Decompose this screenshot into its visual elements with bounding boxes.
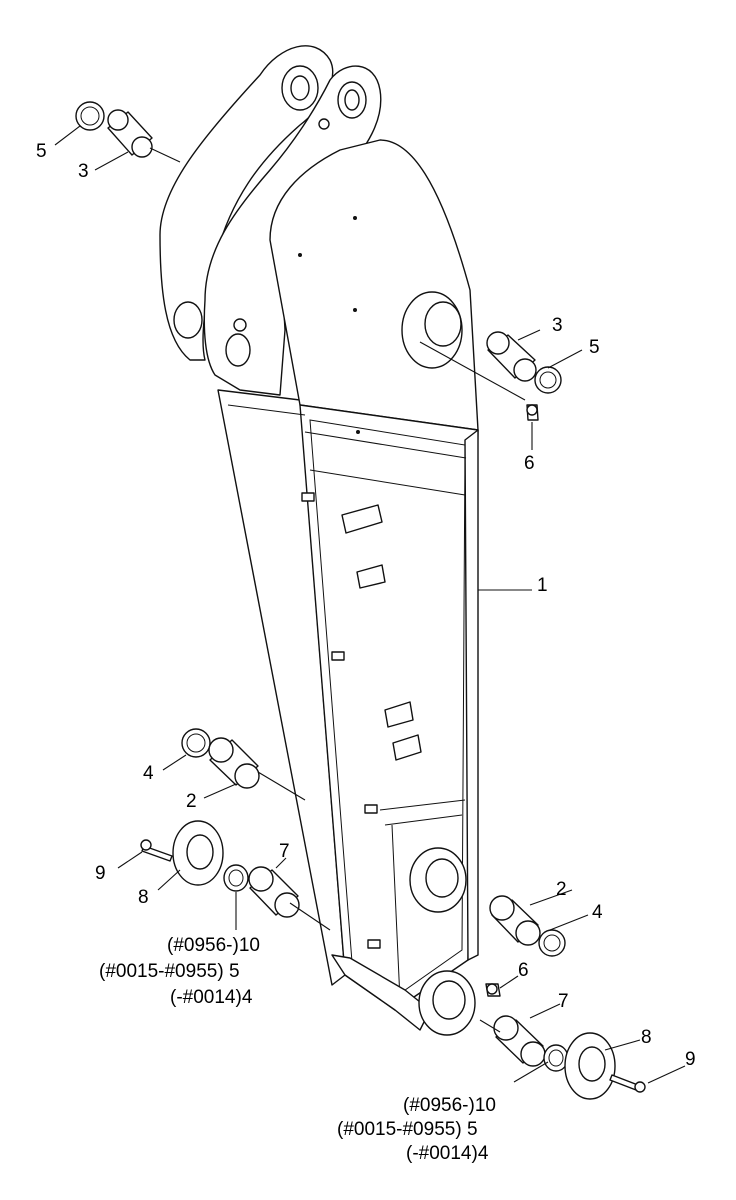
plate-8-right bbox=[564, 1032, 616, 1100]
variant-right-row-3: (-#0014)4 bbox=[406, 1143, 489, 1164]
ring-5-right bbox=[534, 366, 562, 394]
bushing-7-right bbox=[493, 1015, 546, 1067]
bushing-2-left bbox=[208, 737, 260, 789]
callout-6-upper: 6 bbox=[524, 453, 535, 474]
ring-5-top-left bbox=[75, 101, 105, 131]
callout-9-left: 9 bbox=[95, 863, 106, 884]
grease-fitting-6-upper bbox=[526, 404, 539, 421]
plate-8-left bbox=[172, 820, 224, 886]
bushing-3-right bbox=[486, 331, 537, 382]
variant-right-row-2: (#0015-#0955) 5 bbox=[337, 1119, 478, 1140]
bushing-2-right bbox=[489, 895, 541, 946]
boom-body bbox=[159, 45, 479, 1036]
ring-left-lower bbox=[223, 864, 249, 892]
callout-7-left: 7 bbox=[279, 841, 290, 862]
callout-8-right: 8 bbox=[641, 1027, 652, 1048]
grease-fitting-6-lower bbox=[485, 983, 501, 997]
bushing-3-top-left bbox=[107, 109, 153, 158]
variant-left-row-1: (#0956-)10 bbox=[167, 935, 260, 956]
ring-4-right bbox=[538, 929, 566, 957]
bushing-7-left bbox=[248, 866, 300, 918]
callout-9-right: 9 bbox=[685, 1049, 696, 1070]
callout-5-right: 5 bbox=[589, 337, 600, 358]
callout-1: 1 bbox=[537, 575, 548, 596]
callout-6-lower: 6 bbox=[518, 960, 529, 981]
callout-4-right: 4 bbox=[592, 902, 603, 923]
callout-2-left: 2 bbox=[186, 791, 197, 812]
callout-7-right: 7 bbox=[558, 991, 569, 1012]
callout-3-right: 3 bbox=[552, 315, 563, 336]
callout-8-left: 8 bbox=[138, 887, 149, 908]
variant-right-row-1: (#0956-)10 bbox=[403, 1095, 496, 1116]
bolt-9-right bbox=[609, 1074, 646, 1093]
ring-4-left bbox=[181, 728, 211, 758]
callout-2-right: 2 bbox=[556, 879, 567, 900]
callout-5-top-left: 5 bbox=[36, 141, 47, 162]
leader-lines bbox=[54, 125, 686, 1084]
callout-3-top-left: 3 bbox=[78, 161, 89, 182]
variant-left-row-3: (-#0014)4 bbox=[170, 987, 253, 1008]
variant-left-row-2: (#0015-#0955) 5 bbox=[99, 961, 240, 982]
callout-4-left: 4 bbox=[143, 763, 154, 784]
bolt-9-left bbox=[140, 839, 173, 862]
